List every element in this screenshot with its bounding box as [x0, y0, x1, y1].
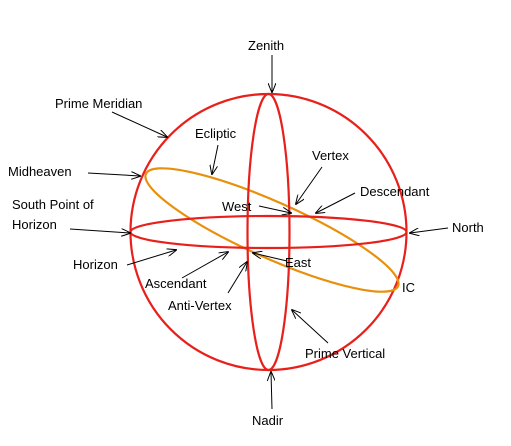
- east-arrow: [253, 253, 288, 262]
- midheaven-label: Midheaven: [8, 164, 72, 179]
- south-point-arrow: [69, 229, 130, 233]
- ascendant-label: Ascendant: [145, 276, 207, 291]
- south-point-label-line2: Horizon: [12, 217, 57, 232]
- east-label: East: [285, 255, 311, 270]
- horizon-arrow: [126, 250, 176, 266]
- anti-vertex-arrow: [227, 262, 247, 294]
- prime-meridian-arrow: [111, 111, 167, 137]
- ascendant-arrow: [181, 252, 228, 279]
- ic-label: IC: [402, 280, 415, 295]
- nadir-label: Nadir: [252, 413, 284, 428]
- prime-vertical-ellipse: [246, 92, 291, 372]
- midheaven-arrow: [87, 173, 140, 176]
- vertex-label: Vertex: [312, 148, 349, 163]
- horizon-ellipse: [129, 214, 408, 250]
- prime-meridian-label: Prime Meridian: [55, 96, 142, 111]
- prime-vertical-label: Prime Vertical: [305, 346, 385, 361]
- descendant-arrow: [316, 192, 356, 213]
- horizon-label: Horizon: [73, 257, 118, 272]
- prime-vertical-arrow: [292, 310, 329, 344]
- west-label: West: [222, 199, 252, 214]
- north-label: North: [452, 220, 484, 235]
- pointer-arrows: [69, 55, 449, 410]
- north-arrow: [410, 227, 449, 233]
- anti-vertex-label: Anti-Vertex: [168, 298, 232, 313]
- ecliptic-arrow: [212, 144, 219, 174]
- vertex-arrow: [296, 166, 323, 204]
- west-arrow: [258, 205, 291, 213]
- south-point-label-line1: South Point of: [12, 197, 94, 212]
- zenith-label: Zenith: [248, 38, 284, 53]
- nadir-arrow: [271, 372, 272, 410]
- descendant-label: Descendant: [360, 184, 430, 199]
- ecliptic-label: Ecliptic: [195, 126, 237, 141]
- prime-meridian-circle: [129, 92, 408, 372]
